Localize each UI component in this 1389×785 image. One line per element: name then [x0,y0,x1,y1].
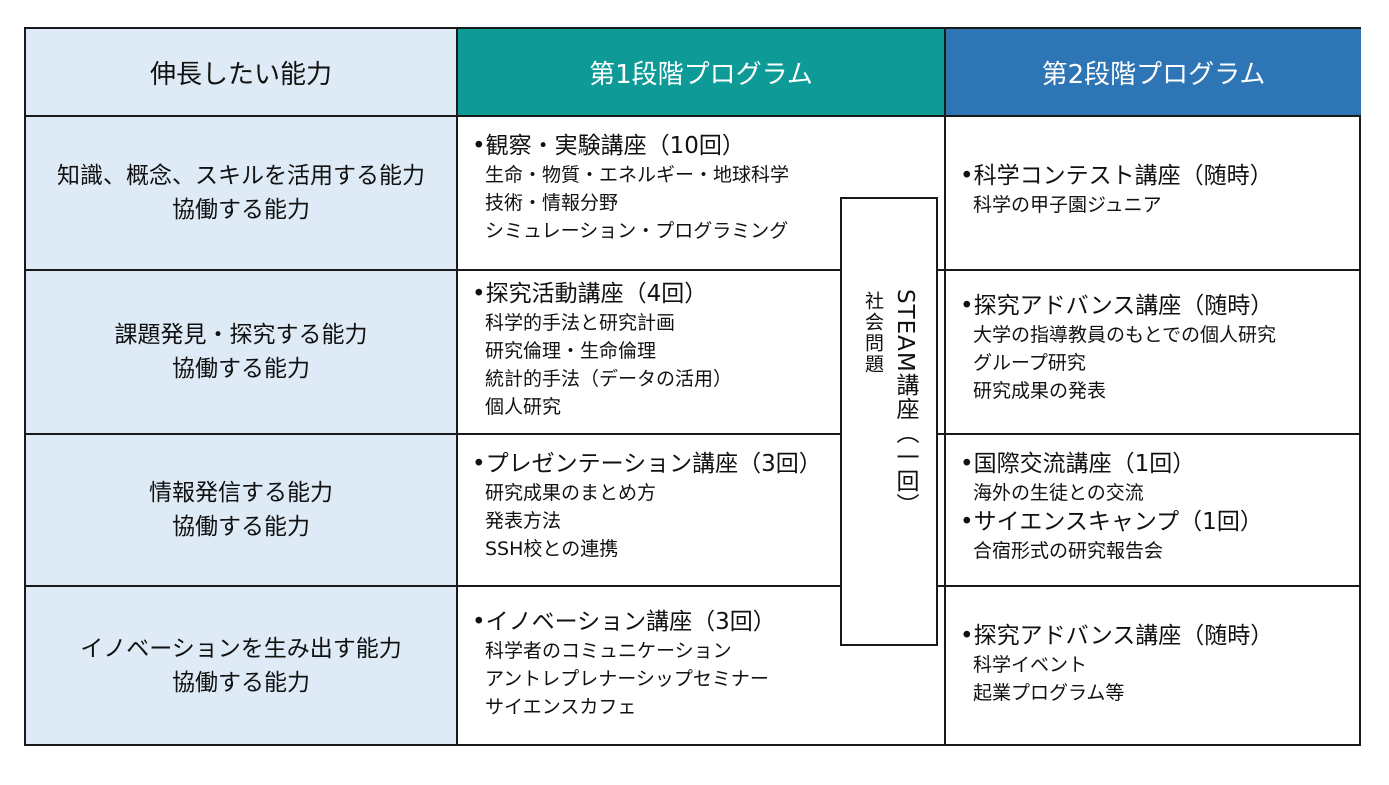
column-divider [944,29,946,744]
ability-cell: 知識、概念、スキルを活用する能力 協働する能力 [26,117,456,269]
program-table: 伸長したい能力 第1段階プログラム 第2段階プログラム 知識、概念、スキルを活用… [24,27,1361,746]
program-item: シミュレーション・プログラミング [485,220,789,242]
program-item: 生命・物質・エネルギー・地球科学 [485,164,790,186]
stage2-cell: •国際交流講座（1回） 海外の生徒との交流 •サイエンスキャンプ（1回） 合宿形… [946,449,1361,565]
ability-cell: 情報発信する能力 協働する能力 [26,435,456,585]
program-item: サイエンスカフェ [485,696,637,718]
ability-line: 課題発見・探究する能力 [114,322,368,348]
program-item: 研究成果の発表 [973,380,1107,402]
program-item: 個人研究 [485,396,562,418]
program-item: SSH校との連携 [485,538,619,560]
program-item: 科学の甲子園ジュニア [973,194,1162,216]
program-item: 技術・情報分野 [485,192,619,214]
steam-side-label: 社会問題 [862,291,884,375]
program-title: •探究アドバンス講座（随時） [960,293,1274,319]
stage2-cell: •科学コンテスト講座（随時） 科学の甲子園ジュニア [946,161,1361,219]
program-item: 発表方法 [485,510,562,532]
program-title: •科学コンテスト講座（随時） [960,163,1273,189]
program-item: 研究倫理・生命倫理 [485,340,657,362]
program-item: 科学イベント [973,654,1088,676]
stage2-cell: •探究アドバンス講座（随時） 科学イベント 起業プログラム等 [946,621,1361,707]
program-item: 科学者のコミュニケーション [485,640,732,662]
program-item: 科学的手法と研究計画 [485,312,676,334]
ability-line: 知識、概念、スキルを活用する能力 [57,163,425,189]
program-title: •イノベーション講座（3回） [472,609,776,635]
stage1-cell: •探究活動講座（4回） 科学的手法と研究計画 研究倫理・生命倫理 統計的手法（デ… [458,279,838,421]
stage2-cell: •探究アドバンス講座（随時） 大学の指導教員のもとでの個人研究 グループ研究 研… [946,291,1361,405]
column-divider [456,29,458,744]
steam-box: STEAM講座（一回） 社会問題 [840,197,938,646]
program-item: 起業プログラム等 [973,682,1125,704]
ability-cell: 課題発見・探究する能力 協働する能力 [26,271,456,433]
ability-line: 協働する能力 [172,514,310,540]
stage1-cell: •プレゼンテーション講座（3回） 研究成果のまとめ方 発表方法 SSH校との連携 [458,449,838,563]
steam-label: STEAM講座（一回） [892,289,918,517]
row-divider [26,269,1359,271]
header-stage1: 第1段階プログラム [458,29,944,115]
program-title: •サイエンスキャンプ（1回） [960,509,1263,535]
stage1-cell: •イノベーション講座（3回） 科学者のコミュニケーション アントレプレナーシップ… [458,607,838,721]
program-item: 大学の指導教員のもとでの個人研究 [973,324,1277,346]
program-title: •観察・実験講座（10回） [472,133,745,159]
header-abilities: 伸長したい能力 [26,29,456,115]
program-item: 統計的手法（データの活用） [485,368,733,390]
row-divider [26,115,1359,117]
ability-line: 協働する能力 [172,669,310,696]
program-item: 合宿形式の研究報告会 [973,540,1164,562]
program-title: •探究活動講座（4回） [472,281,708,307]
header-stage2: 第2段階プログラム [946,29,1361,115]
program-item: 海外の生徒との交流 [973,482,1144,504]
ability-line: 協働する能力 [172,356,310,382]
program-title: •探究アドバンス講座（随時） [960,623,1274,649]
program-item: グループ研究 [973,352,1086,374]
program-title: •プレゼンテーション講座（3回） [472,451,822,477]
ability-line: イノベーションを生み出す能力 [80,635,402,662]
stage1-cell: •観察・実験講座（10回） 生命・物質・エネルギー・地球科学 技術・情報分野 シ… [458,131,838,245]
ability-line: 協働する能力 [172,197,310,223]
program-item: アントレプレナーシップセミナー [485,668,769,690]
ability-line: 情報発信する能力 [149,480,333,506]
row-divider [26,433,1359,435]
program-item: 研究成果のまとめ方 [485,482,657,504]
program-title: •国際交流講座（1回） [960,451,1196,477]
ability-cell: イノベーションを生み出す能力 協働する能力 [26,587,456,744]
row-divider [26,585,1359,587]
